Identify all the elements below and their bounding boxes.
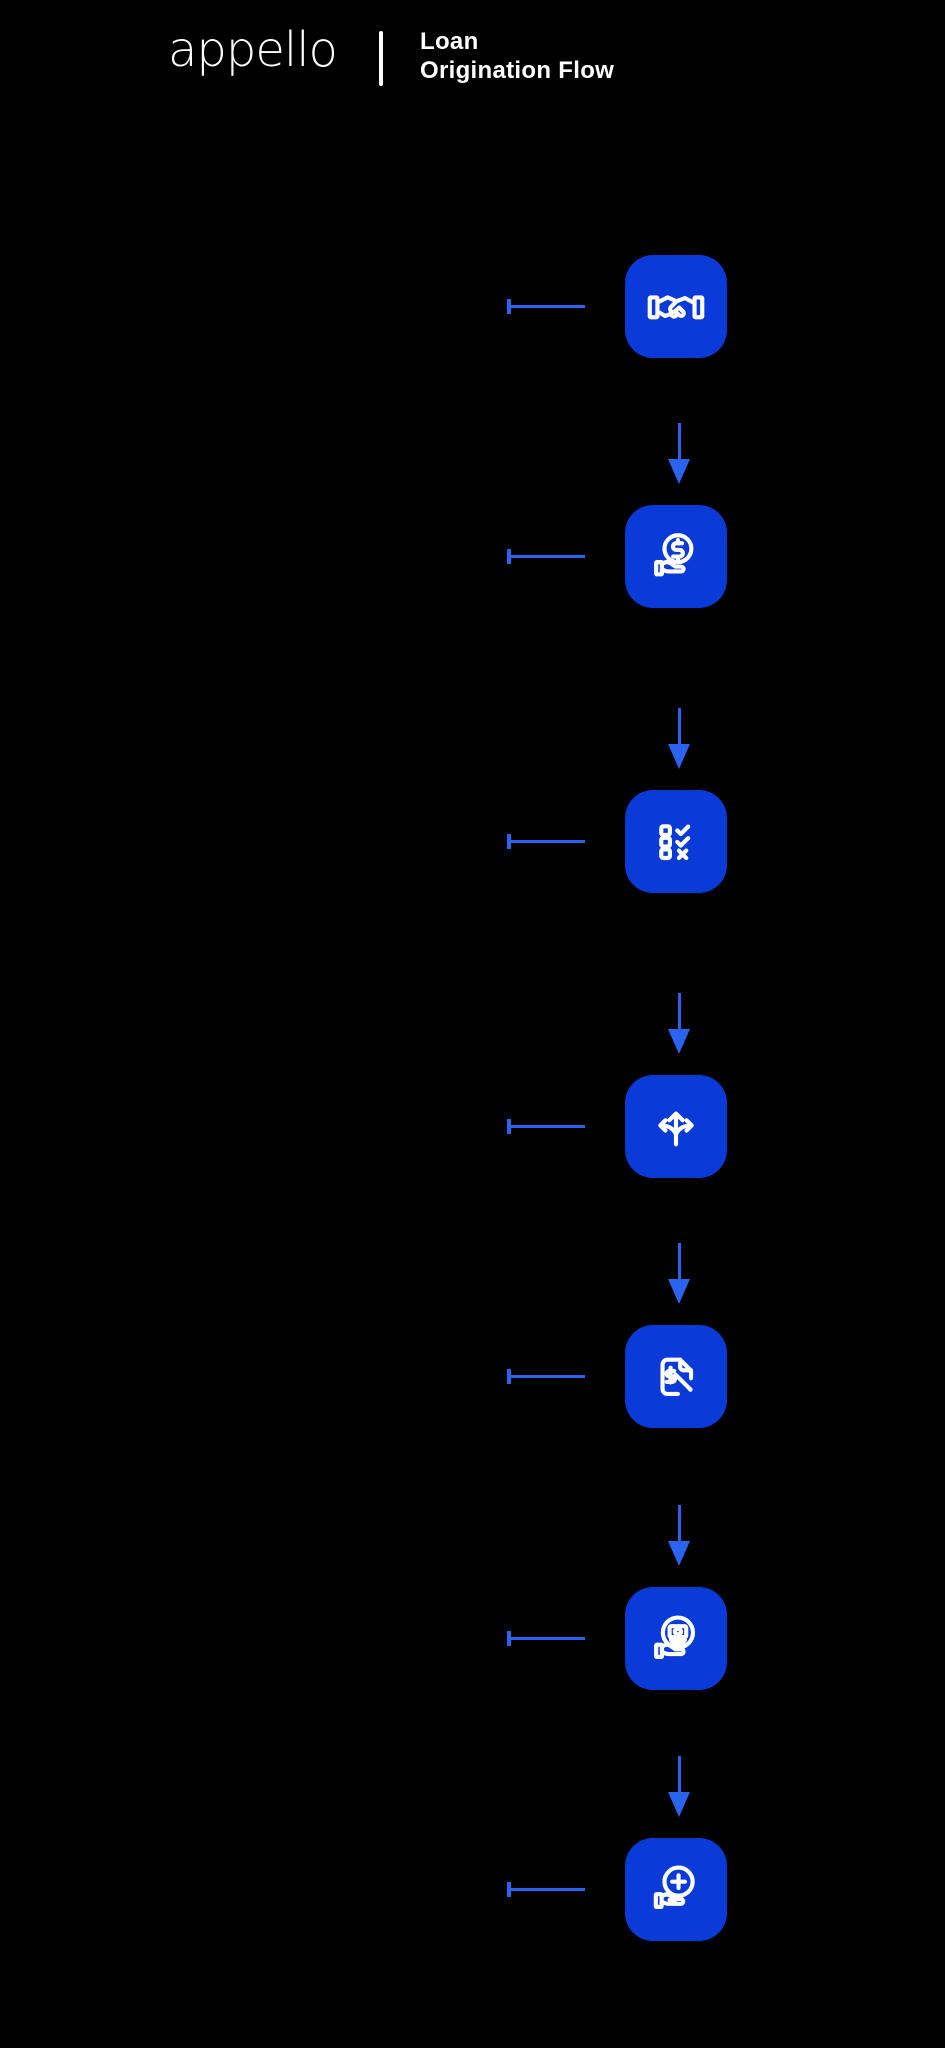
step-4-tile [625, 1075, 727, 1178]
flow-step-7 [0, 1838, 945, 1941]
step-2-label-connector-line [507, 549, 585, 564]
header-divider [379, 31, 383, 86]
flow-step-2 [0, 505, 945, 608]
step-7-label-connector-line [507, 1882, 585, 1897]
connector-end-tick [507, 299, 511, 314]
step-1-tile [625, 255, 727, 358]
arrow-head-down [668, 1029, 690, 1054]
step-1-label-connector-line [507, 299, 585, 314]
page-title-line1: Loan [420, 28, 479, 55]
flow-step-3 [0, 790, 945, 893]
arrow-stem [677, 708, 681, 746]
connector-end-tick [507, 1882, 511, 1897]
connector-end-tick [507, 1631, 511, 1646]
flow-step-4 [0, 1075, 945, 1178]
arrow-head-down [668, 744, 690, 769]
step-3-label-connector-line [507, 834, 585, 849]
flow-step-6 [0, 1587, 945, 1690]
step-6-label-connector-line [507, 1631, 585, 1646]
hand-holding-cash-icon [654, 1614, 696, 1659]
step-6-tile [625, 1587, 727, 1690]
step-4-label-connector-line [507, 1119, 585, 1134]
arrow-stem [677, 1756, 681, 1794]
arrow-head-down [668, 1279, 690, 1304]
arrow-head-down [668, 1541, 690, 1566]
step-7-tile [625, 1838, 727, 1941]
connector-end-tick [507, 1369, 511, 1384]
arrow-stem [677, 993, 681, 1031]
handshake-icon [647, 294, 705, 319]
flow-step-1 [0, 255, 945, 358]
appello-logo: appello [168, 22, 338, 78]
checklist-approve-reject-icon [659, 823, 691, 860]
arrow-stem [677, 1505, 681, 1543]
connector-end-tick [507, 549, 511, 564]
loan-document-signing-icon [660, 1357, 694, 1396]
step-5-label-connector-line [507, 1369, 585, 1384]
step-2-tile [625, 505, 727, 608]
connector-end-tick [507, 1119, 511, 1134]
three-way-decision-arrows-icon [658, 1110, 694, 1146]
flow-step-5 [0, 1325, 945, 1428]
hand-holding-dollar-coin-icon [654, 532, 694, 576]
page-title-line2: Origination Flow [420, 57, 615, 84]
arrow-stem [677, 423, 681, 461]
arrow-head-down [668, 1792, 690, 1817]
connector-end-tick [507, 834, 511, 849]
step-5-tile [625, 1325, 727, 1428]
hand-holding-coin-plus-icon [653, 1865, 695, 1909]
arrow-head-down [668, 459, 690, 484]
page-title: Loan Origination Flow [420, 27, 614, 85]
step-3-tile [625, 790, 727, 893]
arrow-stem [677, 1243, 681, 1281]
